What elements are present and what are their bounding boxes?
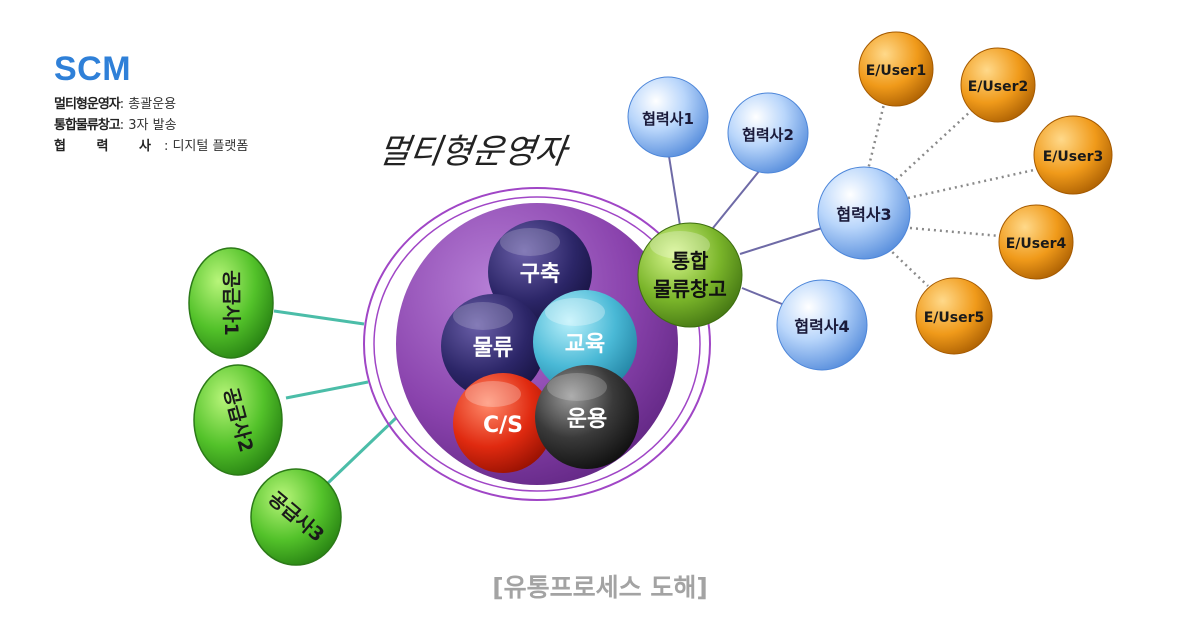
end-user-node-1[interactable]: E/User1 <box>858 31 934 107</box>
core-node-label: 교육 <box>565 332 605 357</box>
partner-label: 협력사3 <box>836 205 891 224</box>
connector-supplier1-core <box>273 309 365 326</box>
core-node-label: 물류 <box>473 336 513 361</box>
partner-node-1[interactable]: 협력사1 <box>627 76 709 158</box>
supplier-node-3[interactable]: 공급사3 <box>250 468 342 566</box>
core-node-operation[interactable]: 운용 <box>535 365 639 469</box>
connector-partner3-user5 <box>887 247 929 287</box>
connector-partner3-user1 <box>864 103 886 179</box>
core-node-label: 구축 <box>520 262 560 287</box>
end-user-label: E/User1 <box>866 63 927 79</box>
operator-label: 멀티형운영자 <box>376 132 573 172</box>
end-user-node-2[interactable]: E/User2 <box>960 47 1036 123</box>
connector-supplier3-core <box>326 416 398 485</box>
partner-label: 협력사4 <box>794 317 849 336</box>
core-node-label: 운용 <box>567 407 607 432</box>
legend-value: : 3자 발송 <box>119 118 177 133</box>
end-user-node-5[interactable]: E/User5 <box>915 277 993 355</box>
connector-partner3-user3 <box>907 168 1035 200</box>
connector-hub-partner4 <box>741 287 783 305</box>
supplier-node-2[interactable]: 공급사2 <box>193 364 283 476</box>
end-user-label: E/User4 <box>1006 236 1067 252</box>
partner-label: 협력사2 <box>742 126 794 144</box>
supplier-node-1[interactable]: 공급사1 <box>188 247 274 359</box>
legend-key: 멀티형운영자 <box>54 97 121 112</box>
connector-partner3-user2 <box>895 109 973 181</box>
end-user-label: E/User5 <box>924 310 985 326</box>
diagram-caption: [유통프로세스 도해] <box>492 573 708 602</box>
partner-node-4[interactable]: 협력사4 <box>776 279 868 371</box>
end-user-node-4[interactable]: E/User4 <box>998 204 1074 280</box>
connector-hub-partner3 <box>739 227 823 255</box>
legend-row-warehouse: 통합물류창고: 3자 발송 <box>54 115 248 136</box>
end-user-node-3[interactable]: E/User3 <box>1033 115 1113 195</box>
legend-value: : 총괄운용 <box>119 97 177 112</box>
end-user-label: E/User2 <box>968 79 1029 95</box>
supplier-label: 공급사1 <box>220 270 242 336</box>
connector-supplier2-core <box>285 380 369 400</box>
legend-row-operator: 멀티형운영자: 총괄운용 <box>54 94 248 115</box>
hub-label-line1: 통합 <box>672 249 709 273</box>
core-node-cs[interactable]: C/S <box>453 373 553 473</box>
legend-row-partner: 협 력 사: 디지털 플랫폼 <box>54 136 248 157</box>
legend-key: 협 력 사 <box>54 139 164 154</box>
legend: SCM 멀티형운영자: 총괄운용 통합물류창고: 3자 발송 협 력 사: 디지… <box>54 52 248 157</box>
end-user-label: E/User3 <box>1043 149 1104 165</box>
core-node-logistics[interactable]: 물류 <box>441 294 545 398</box>
partner-node-3[interactable]: 협력사3 <box>817 166 911 260</box>
partner-node-2[interactable]: 협력사2 <box>727 92 809 174</box>
connector-hub-partner1 <box>667 149 683 239</box>
operator-inner-ring <box>373 196 701 492</box>
legend-value: : 디지털 플랫폼 <box>163 139 249 154</box>
legend-key: 통합물류창고 <box>54 118 121 133</box>
connector-partner3-user4 <box>909 226 1001 238</box>
hub-label-line2: 물류창고 <box>653 277 727 301</box>
legend-title: SCM <box>54 50 132 88</box>
partner-label: 협력사1 <box>642 110 694 128</box>
hub-warehouse[interactable]: 통합 물류창고 <box>637 222 743 328</box>
operator-outer-ring <box>363 187 711 501</box>
core-node-label: C/S <box>483 413 523 438</box>
core-node-education[interactable]: 교육 <box>533 290 637 394</box>
